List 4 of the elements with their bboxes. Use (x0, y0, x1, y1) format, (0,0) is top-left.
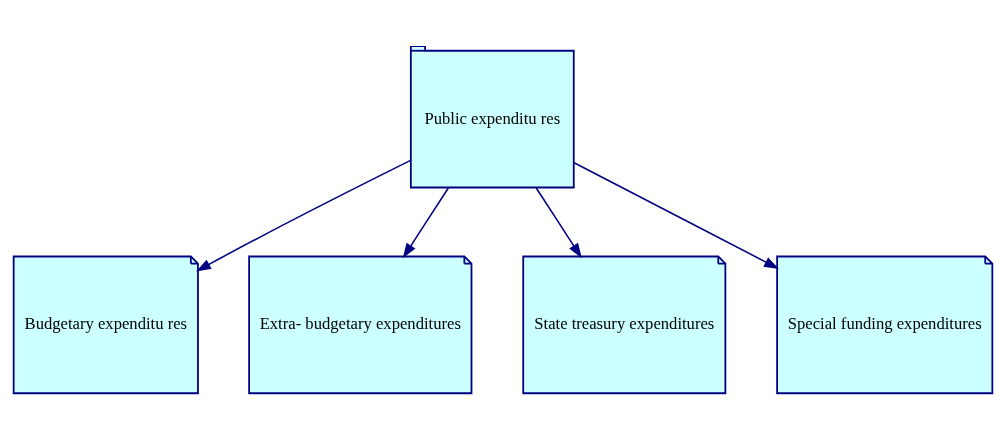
arrow (573, 161, 780, 269)
arrow (535, 186, 582, 258)
arrow (402, 186, 450, 258)
arrow (196, 159, 412, 272)
